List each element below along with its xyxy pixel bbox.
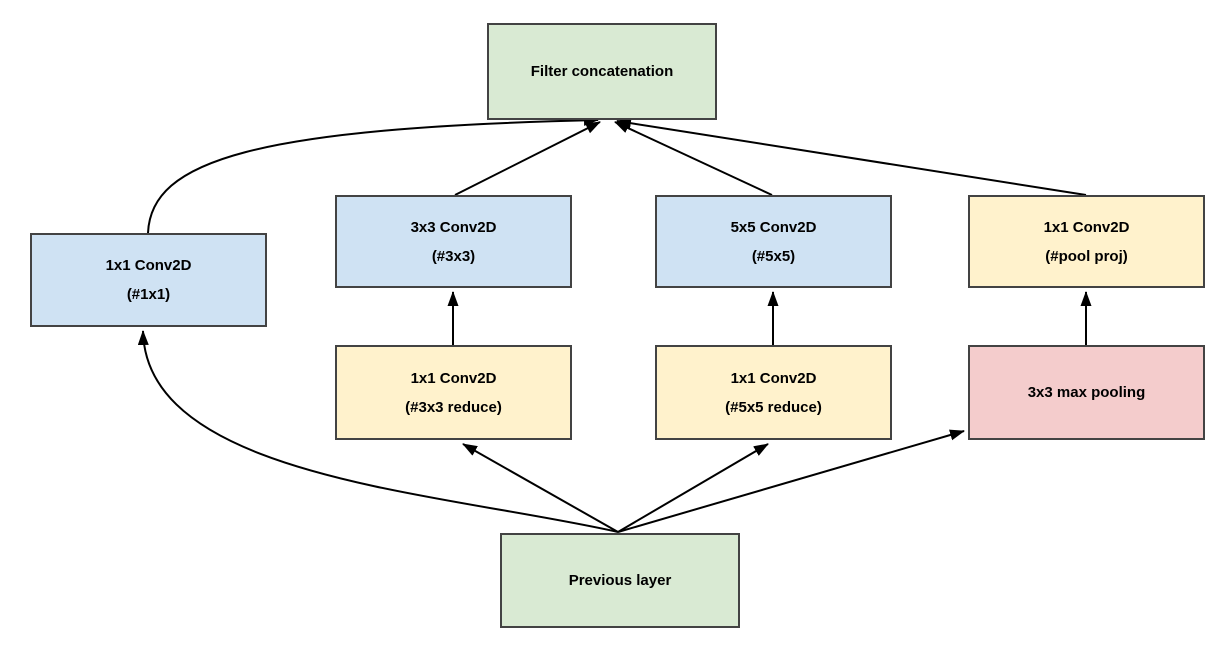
node-label: 1x1 Conv2D <box>410 369 497 387</box>
node-filter-concatenation: Filter concatenation <box>487 23 717 120</box>
node-conv-1x1-5x5-reduce: 1x1 Conv2D (#5x5 reduce) <box>655 345 892 440</box>
node-label: 3x3 max pooling <box>1027 384 1146 401</box>
node-previous-layer: Previous layer <box>500 533 740 628</box>
node-conv-1x1-pool-proj: 1x1 Conv2D (#pool proj) <box>968 195 1205 288</box>
node-conv-3x3: 3x3 Conv2D (#3x3) <box>335 195 572 288</box>
edge-poolproj-to-concat <box>616 117 1087 196</box>
node-sublabel: (#3x3) <box>431 247 476 265</box>
node-sublabel: (#5x5) <box>751 247 796 265</box>
node-label: 1x1 Conv2D <box>730 369 817 387</box>
node-label: Previous layer <box>568 572 672 589</box>
node-conv-1x1: 1x1 Conv2D (#1x1) <box>30 233 267 327</box>
node-label: 5x5 Conv2D <box>730 218 817 236</box>
node-label: 1x1 Conv2D <box>1043 218 1130 236</box>
edge-prev-to-reduce3x3 <box>462 443 619 533</box>
node-max-pooling-3x3: 3x3 max pooling <box>968 345 1205 440</box>
edge-conv3x3-to-concat <box>454 121 601 196</box>
edge-conv5x5-to-concat <box>614 121 773 196</box>
node-sublabel: (#pool proj) <box>1045 247 1128 265</box>
node-conv-5x5: 5x5 Conv2D (#5x5) <box>655 195 892 288</box>
edge-prev-to-reduce5x5 <box>617 443 769 533</box>
node-conv-1x1-3x3-reduce: 1x1 Conv2D (#3x3 reduce) <box>335 345 572 440</box>
node-label: 3x3 Conv2D <box>410 218 497 236</box>
node-sublabel: (#5x5 reduce) <box>725 398 822 416</box>
edge-prev-to-maxpool <box>617 429 965 533</box>
node-label: 1x1 Conv2D <box>105 257 192 274</box>
node-label: Filter concatenation <box>530 63 674 80</box>
node-sublabel: (#1x1) <box>126 286 171 303</box>
node-sublabel: (#3x3 reduce) <box>405 398 502 416</box>
